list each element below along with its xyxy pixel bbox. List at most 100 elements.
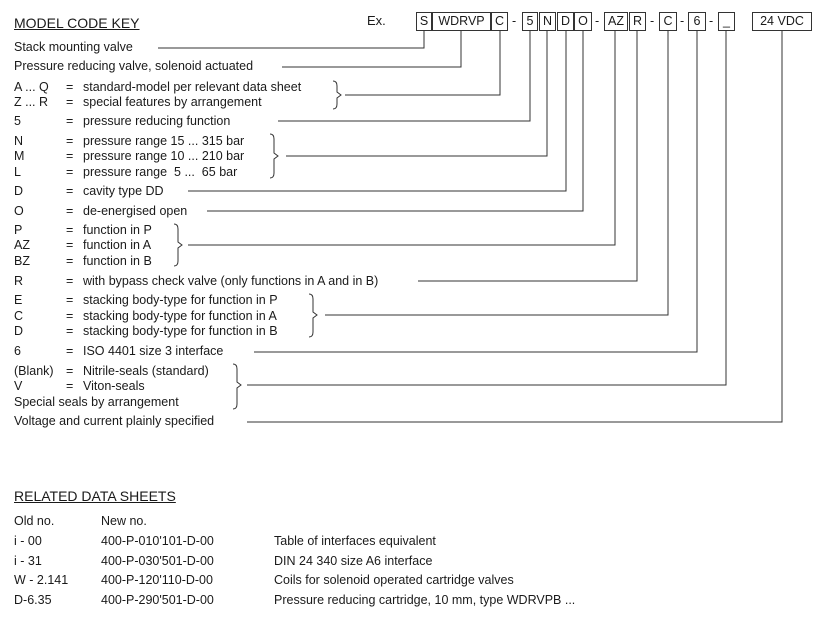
connector-d: [188, 31, 567, 192]
entry-eq: =: [66, 324, 74, 338]
code-box-az: AZ: [604, 12, 628, 31]
sheet-description: Pressure reducing cartridge, 10 mm, type…: [274, 593, 576, 607]
entry-code: P: [14, 223, 23, 237]
connector-voltage: [247, 31, 783, 423]
entry-eq: =: [66, 114, 74, 128]
entry-text: stacking body-type for function in A: [83, 309, 277, 323]
connector-6: [254, 31, 698, 353]
entry-eq: =: [66, 204, 74, 218]
brace-standard: [332, 80, 342, 110]
code-dash: -: [650, 14, 655, 28]
brace-stacking: [308, 293, 318, 338]
code-box-5: 5: [522, 12, 538, 31]
entry-text: Pressure reducing valve, solenoid actuat…: [14, 59, 254, 73]
code-box-r: R: [629, 12, 646, 31]
old-number: i - 00: [14, 534, 42, 548]
entry-code: E: [14, 293, 23, 307]
entry-text: ISO 4401 size 3 interface: [83, 344, 224, 358]
entry-eq: =: [66, 134, 74, 148]
entry-text: Voltage and current plainly specified: [14, 414, 215, 428]
entry-code: 6: [14, 344, 21, 358]
entry-eq: =: [66, 364, 74, 378]
entry-code: (Blank): [14, 364, 54, 378]
entry-code: C: [14, 309, 24, 323]
entry-eq: =: [66, 223, 74, 237]
entry-eq: =: [66, 274, 74, 288]
code-dash: -: [680, 14, 685, 28]
entry-eq: =: [66, 379, 74, 393]
entry-eq: =: [66, 95, 74, 109]
connector-r: [418, 31, 638, 282]
entry-code: N: [14, 134, 24, 148]
related-data-sheets-title: RELATED DATA SHEETS: [14, 488, 176, 504]
entry-text: Special seals by arrangement: [14, 395, 179, 409]
entry-code: A ... Q: [14, 80, 49, 94]
connector-az: [188, 31, 616, 246]
sheet-description: Coils for solenoid operated cartridge va…: [274, 573, 514, 587]
entry-text: stacking body-type for function in P: [83, 293, 278, 307]
entry-eq: =: [66, 165, 74, 179]
connector-seals: [247, 31, 727, 386]
code-box-6: 6: [688, 12, 706, 31]
sheet-description: Table of interfaces equivalent: [274, 534, 436, 548]
connector-n: [286, 31, 548, 157]
entry-code: D: [14, 324, 24, 338]
code-box-s: S: [416, 12, 432, 31]
entry-code: O: [14, 204, 24, 218]
entry-text: de-energised open: [83, 204, 188, 218]
entry-code: L: [14, 165, 21, 179]
connector-5: [278, 31, 531, 122]
new-number: 400-P-120'110-D-00: [101, 573, 213, 587]
code-box-n: N: [539, 12, 556, 31]
old-number: W - 2.141: [14, 573, 69, 587]
entry-text: with bypass check valve (only functions …: [83, 274, 379, 288]
entry-text: standard-model per relevant data sheet: [83, 80, 302, 94]
entry-text: function in P: [83, 223, 152, 237]
sheet-description: DIN 24 340 size A6 interface: [274, 554, 433, 568]
ex-label: Ex.: [367, 13, 386, 28]
code-dash: -: [512, 14, 517, 28]
entry-code: D: [14, 184, 24, 198]
entry-eq: =: [66, 344, 74, 358]
connector-wdrvp: [282, 31, 462, 68]
code-box-d: D: [557, 12, 574, 31]
code-box-c2: C: [659, 12, 677, 31]
entry-eq: =: [66, 149, 74, 163]
entry-text: Viton-seals: [83, 379, 145, 393]
entry-text: cavity type DD: [83, 184, 164, 198]
entry-text: special features by arrangement: [83, 95, 262, 109]
code-box-seals: _: [718, 12, 735, 31]
entry-text: pressure range 5 ... 65 bar: [83, 165, 238, 179]
entry-text: Stack mounting valve: [14, 40, 133, 54]
entry-code: 5: [14, 114, 21, 128]
col-new-header: New no.: [101, 514, 147, 528]
new-number: 400-P-010'101-D-00: [101, 534, 214, 548]
entry-text: function in A: [83, 238, 152, 252]
model-code-key-title: MODEL CODE KEY: [14, 15, 140, 31]
entry-eq: =: [66, 254, 74, 268]
code-box-c: C: [491, 12, 508, 31]
old-number: i - 31: [14, 554, 42, 568]
code-box-wdrvp: WDRVP: [432, 12, 491, 31]
connector-o: [207, 31, 584, 212]
entry-eq: =: [66, 184, 74, 198]
entry-eq: =: [66, 309, 74, 323]
brace-function: [173, 223, 183, 267]
code-box-o: O: [574, 12, 592, 31]
entry-text: stacking body-type for function in B: [83, 324, 278, 338]
brace-seals: [232, 363, 242, 410]
new-number: 400-P-290'501-D-00: [101, 593, 214, 607]
entry-code: M: [14, 149, 25, 163]
old-number: D-6.35: [14, 593, 52, 607]
entry-text: pressure reducing function: [83, 114, 231, 128]
entry-eq: =: [66, 238, 74, 252]
entry-code: R: [14, 274, 24, 288]
connector-s: [158, 31, 425, 49]
code-box-voltage: 24 VDC: [752, 12, 812, 31]
new-number: 400-P-030'501-D-00: [101, 554, 214, 568]
entry-code: V: [14, 379, 23, 393]
entry-code: BZ: [14, 254, 30, 268]
entry-eq: =: [66, 80, 74, 94]
entry-text: Nitrile-seals (standard): [83, 364, 209, 378]
